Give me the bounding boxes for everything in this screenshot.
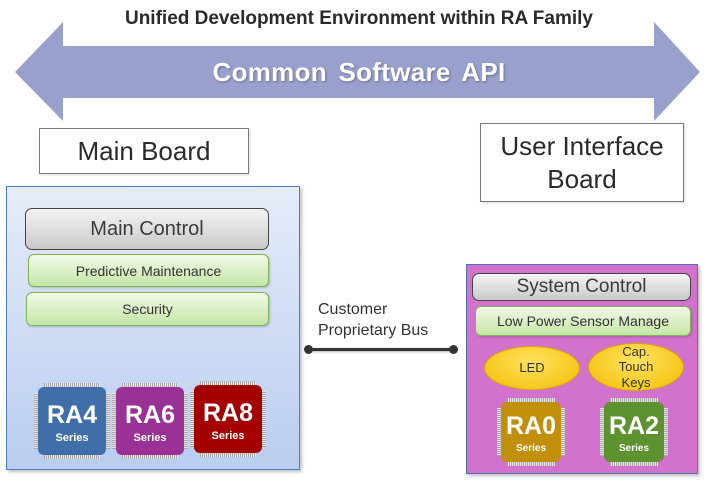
chip-ra8: RA8 Series <box>190 381 266 457</box>
cap-touch-line3: Keys <box>621 374 651 390</box>
chip-name: RA2 <box>608 412 659 440</box>
bus-label-line1: Customer <box>318 301 388 318</box>
bus-connector-line <box>308 348 454 351</box>
cap-touch-line1: Cap. <box>622 343 650 359</box>
security-box: Security <box>26 292 269 326</box>
chip-body <box>116 387 184 455</box>
chip-series-label: Series <box>211 429 245 442</box>
chip-ra4: RA4 Series <box>34 383 110 459</box>
chip-name: RA8 <box>202 398 253 427</box>
cap-touch-line2: Touch <box>618 359 654 375</box>
main-board-label: Main Board <box>39 128 249 174</box>
chip-body <box>501 402 561 462</box>
common-api-label: Common Software API <box>212 57 506 87</box>
chip-name: RA6 <box>124 400 175 429</box>
cap-touch-keys-oval: Cap. Touch Keys <box>588 343 684 391</box>
chip-ra0: RA0 Series <box>497 398 565 466</box>
chip-body <box>604 402 664 462</box>
low-power-sensor-box: Low Power Sensor Manage <box>475 306 691 336</box>
common-api-arrow <box>15 22 700 121</box>
predictive-maintenance-box: Predictive Maintenance <box>28 254 269 287</box>
ui-board-label-line2: Board <box>547 163 617 194</box>
system-control-box: System Control <box>472 273 691 301</box>
chip-ra2: RA2 Series <box>600 398 668 466</box>
main-board-panel: Main Control Predictive Maintenance Secu… <box>6 186 300 470</box>
bus-label-line2: Proprietary Bus <box>318 321 429 339</box>
chip-name: RA4 <box>46 400 97 429</box>
main-control-box: Main Control <box>25 208 269 250</box>
chip-series-label: Series <box>133 431 167 444</box>
bus-endpoint-left <box>304 345 313 354</box>
chip-series-label: Series <box>618 443 650 454</box>
bus-label: Customer Proprietary Bus <box>318 300 428 342</box>
main-board-label-text: Main Board <box>77 135 211 166</box>
chip-ra6: RA6 Series <box>112 383 188 459</box>
chip-series-label: Series <box>55 431 89 444</box>
double-arrow-shape <box>15 22 700 121</box>
bus-endpoint-right <box>449 345 458 354</box>
ui-board-label-line1: User Interface <box>500 131 664 161</box>
chip-name: RA0 <box>505 412 556 440</box>
ui-board-label: User Interface Board <box>480 123 684 202</box>
ui-board-panel: System Control Low Power Sensor Manage L… <box>466 264 698 474</box>
chip-series-label: Series <box>515 443 547 454</box>
chip-body <box>194 385 262 453</box>
chip-body <box>38 387 106 455</box>
led-oval: LED <box>484 346 580 390</box>
diagram-title: Unified Development Environment within R… <box>124 8 593 29</box>
